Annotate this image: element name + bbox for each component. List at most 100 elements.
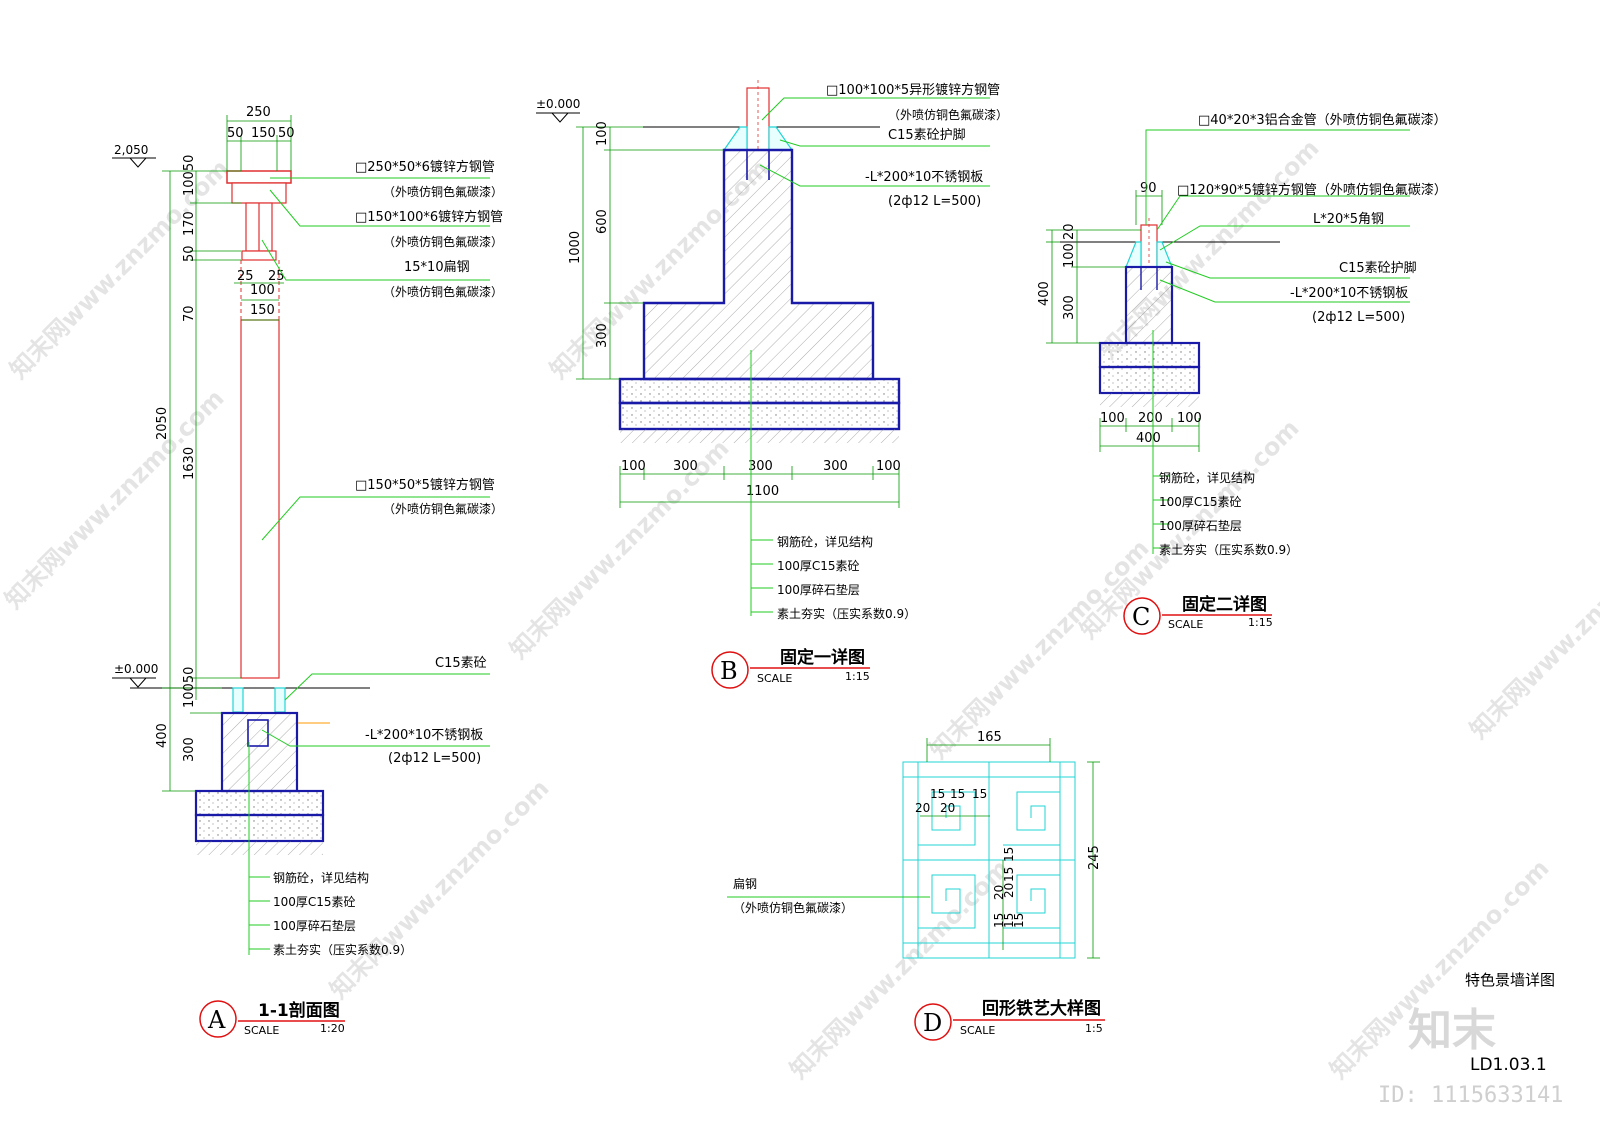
callout-c-alu-pipe: □40*20*3铝合金管（外喷仿铜色氟碳漆） (1198, 112, 1447, 128)
dim-c-400: 400 (1037, 281, 1052, 306)
dim-d-height: 245 (1087, 845, 1102, 870)
layer-c-soil: 素土夯实（压实系数0.9） (1159, 542, 1298, 557)
dim-c-bottom-1: 100 (1100, 411, 1125, 426)
callout-c-plate: -L*200*10不锈钢板 (1290, 286, 1408, 301)
detail-b-title: 固定一详图 (780, 647, 865, 668)
dim-a-70: 70 (182, 305, 197, 322)
callout-a-cap-pipe: □250*50*6镀锌方钢管 (355, 159, 495, 175)
watermark: 知末网www.znzmo.com (784, 854, 1014, 1084)
layer-c-rc: 钢筋砼，详见结构 (1159, 470, 1255, 485)
callout-b-plate: -L*200*10不锈钢板 (865, 170, 983, 185)
detail-d-pattern: 165 245 15 15 15 20 20 15 15 20 20 15 15… (727, 730, 1105, 1041)
callout-b-pipe-finish: （外喷仿铜色氟碳漆） (888, 107, 1008, 122)
sheet-number: LD1.03.1 (1470, 1055, 1547, 1075)
callout-b-footing-guard: C15素砼护脚 (888, 127, 966, 143)
dim-d-inner-side-3: 20 (1002, 883, 1016, 898)
dim-d-inner-side-5: 15 (992, 913, 1006, 928)
detail-c-scale-label: SCALE (1168, 618, 1203, 631)
dim-b-bottom-3: 300 (748, 459, 773, 474)
dim-c-300: 300 (1062, 295, 1077, 320)
sheet-title: 特色景墙详图 (1465, 971, 1555, 989)
dim-d-inner-side-7: 15 (1012, 913, 1026, 928)
detail-a-letter: A (207, 1006, 226, 1034)
dim-a-base-cap: 10050 (182, 667, 197, 708)
callout-a-column-pipe: □150*50*5镀锌方钢管 (355, 477, 495, 493)
dim-b-300: 300 (595, 323, 610, 348)
detail-c-title: 固定二详图 (1182, 594, 1267, 615)
watermark: 知末网www.znzmo.com (0, 384, 230, 614)
dim-a-170: 170 (182, 211, 197, 236)
watermark: 知末网www.znzmo.com (924, 534, 1154, 764)
elevation-b-zero: ±0.000 (536, 97, 580, 111)
detail-b-letter: B (720, 657, 738, 685)
dim-a-top-width: 250 (246, 105, 271, 120)
dim-b-bottom-1: 100 (621, 459, 646, 474)
detail-d-title: 回形铁艺大样图 (982, 998, 1101, 1019)
watermark: 知末网www.znzmo.com (504, 434, 734, 664)
callout-a-beam-pipe: □150*100*6镀锌方钢管 (355, 209, 503, 225)
dim-c-total: 400 (1136, 431, 1161, 446)
dim-a-mid-right: 25 (268, 269, 285, 284)
dim-d-inner-side-6: 15 (1002, 913, 1016, 928)
dim-d-inner-side-1: 15 (1002, 847, 1016, 862)
dim-a-mid-inner: 100 (250, 283, 275, 298)
layer-a-gravel: 100厚碎石垫层 (273, 918, 356, 933)
dim-a-cap: 10050 (182, 155, 197, 196)
dim-a-top-right: 50 (278, 126, 295, 141)
layer-b-c15: 100厚C15素砼 (777, 559, 860, 573)
layer-b-gravel: 100厚碎石垫层 (777, 582, 860, 597)
watermark: 知末网www.znzmo.com (324, 774, 554, 1004)
dim-b-bottom-4: 300 (823, 459, 848, 474)
watermark: 知末网www.znzmo.com (4, 154, 234, 384)
dim-a-top-middle: 150 (251, 126, 276, 141)
callout-a-beam-pipe-finish: （外喷仿铜色氟碳漆） (383, 234, 503, 249)
detail-a-scale: 1:20 (320, 1022, 345, 1035)
callout-a-cap-pipe-finish: （外喷仿铜色氟碳漆） (383, 184, 503, 199)
image-id: ID: 1115633141 (1378, 1083, 1563, 1108)
dim-a-2050: 2050 (155, 407, 170, 440)
dim-d-inner-top-4: 20 (915, 801, 930, 815)
callout-c-footing-guard: C15素砼护脚 (1339, 260, 1417, 276)
elevation-a-zero: ±0.000 (114, 662, 158, 676)
dim-b-bottom-5: 100 (876, 459, 901, 474)
layer-b-soil: 素土夯实（压实系数0.9） (777, 606, 916, 621)
detail-d-letter: D (923, 1009, 942, 1037)
dim-a-400: 400 (155, 723, 170, 748)
callout-c-angle: L*20*5角钢 (1313, 212, 1384, 227)
dim-b-total: 1100 (746, 484, 779, 499)
callout-c-steel-pipe: □120*90*5镀锌方钢管（外喷仿铜色氟碳漆） (1177, 182, 1447, 198)
dim-a-1630: 1630 (182, 447, 197, 480)
watermark: 知末网www.znzmo.com (1464, 514, 1600, 744)
layer-a-c15: 100厚C15素砼 (273, 895, 356, 909)
detail-a-title: 1-1剖面图 (258, 1000, 340, 1021)
detail-c-section: 90 20 100 400 300 100 200 100 400 □40*20… (1037, 112, 1447, 635)
dim-b-600: 600 (595, 209, 610, 234)
callout-d-flat-steel-finish: （外喷仿铜色氟碳漆） (733, 900, 853, 915)
callout-b-plate-rebar: (2ф12 L=500) (888, 194, 981, 209)
dim-c-20: 20 (1062, 223, 1077, 240)
dim-d-inner-top-5: 20 (940, 801, 955, 815)
layer-a-rc: 钢筋砼，详见结构 (273, 870, 369, 885)
callout-a-concrete: C15素砼 (435, 656, 487, 671)
dim-d-width: 165 (977, 730, 1002, 745)
brand-logo: 知末 (1408, 1005, 1496, 1056)
dim-a-top-left: 50 (227, 126, 244, 141)
dim-a-mid-outer: 150 (250, 303, 275, 318)
callout-d-flat-steel: 扁钢 (733, 877, 757, 891)
callout-a-flat-steel-finish: （外喷仿铜色氟碳漆） (383, 284, 503, 299)
dim-b-100: 100 (595, 121, 610, 146)
detail-b-section: ±0.000 100 600 1000 300 100 300 300 300 … (536, 80, 1008, 689)
layer-b-rc: 钢筋砼，详见结构 (777, 534, 873, 549)
layer-a-soil: 素土夯实（压实系数0.9） (273, 942, 412, 957)
callout-a-plate: -L*200*10不锈钢板 (365, 728, 483, 743)
dim-d-inner-side-4: 20 (992, 885, 1006, 900)
callout-b-pipe: □100*100*5异形镀锌方钢管 (826, 82, 1000, 98)
dim-c-bottom-3: 100 (1177, 411, 1202, 426)
dim-c-100: 100 (1062, 243, 1077, 268)
detail-a-section: 250 50 150 50 25 25 100 150 10050 170 50… (112, 105, 503, 1038)
detail-d-scale-label: SCALE (960, 1024, 995, 1037)
dim-a-300: 300 (182, 737, 197, 762)
sheet-info: 特色景墙详图 知末 LD1.03.1 ID: 1115633141 (1378, 971, 1563, 1108)
dim-d-inner-top-1: 15 (930, 787, 945, 801)
